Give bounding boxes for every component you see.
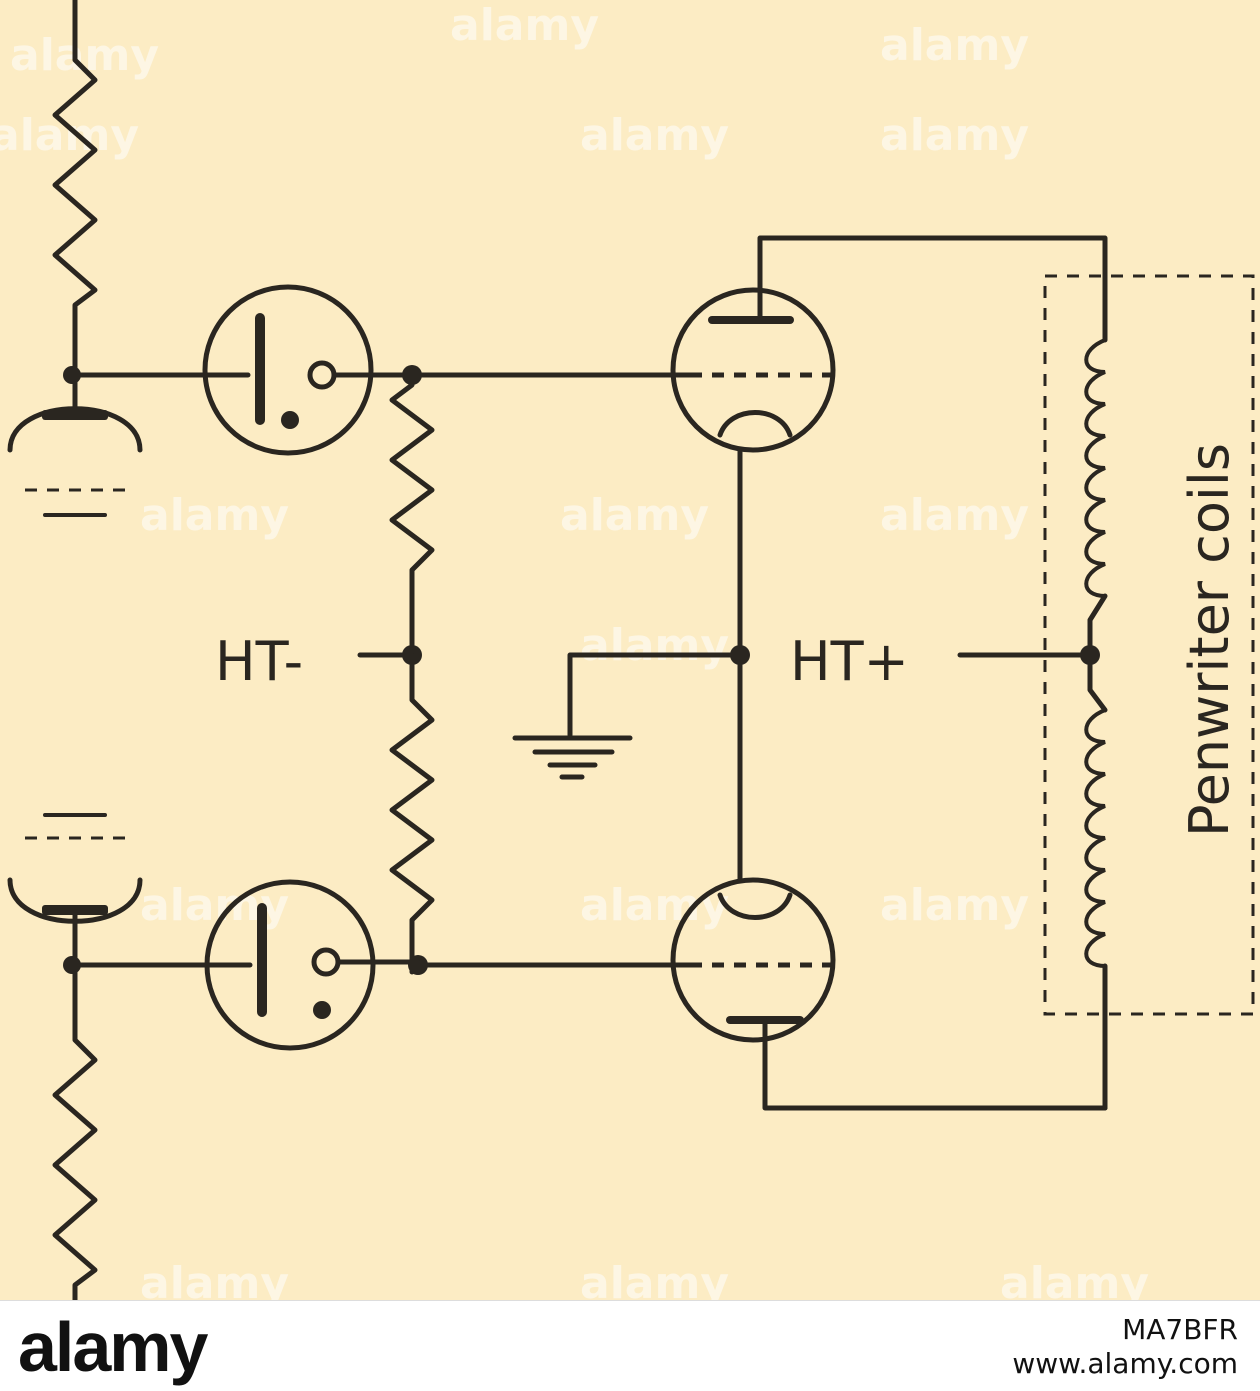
ground-symbol	[512, 735, 633, 780]
footer-info: MA7BFR www.alamy.com	[1012, 1313, 1238, 1381]
penwriter-label: Penwriter coils	[1178, 443, 1241, 837]
ht-plus-label: HT+	[790, 630, 909, 693]
watermark-layer: alamy alamy alamy alamy alamy alamy alam…	[0, 0, 1149, 1300]
resistor-bottom-left	[52, 962, 98, 1300]
triode-tube-top	[662, 287, 836, 653]
detector-top	[7, 372, 143, 517]
site-url-link[interactable]: www.alamy.com	[1012, 1347, 1238, 1380]
ht-minus-label: HT-	[215, 630, 303, 693]
diagram-area: alamy alamy alamy alamy alamy alamy alam…	[0, 0, 1260, 1300]
penwriter-box	[1043, 274, 1255, 1016]
watermark: alamy	[560, 490, 709, 541]
image-id: MA7BFR	[1122, 1313, 1238, 1346]
watermark: alamy	[580, 110, 729, 161]
watermark: alamy	[1000, 1258, 1149, 1300]
watermark: alamy	[140, 1258, 289, 1300]
watermark: alamy	[140, 490, 289, 541]
watermark: alamy	[880, 880, 1029, 931]
junction-dot	[63, 956, 81, 974]
diode-tube-bottom	[77, 879, 421, 1051]
triode-tube-bottom	[662, 877, 836, 1053]
watermark: alamy	[580, 880, 729, 931]
watermark: alamy	[0, 110, 139, 161]
watermark: alamy	[580, 620, 729, 671]
penwriter-coils: Penwriter coils	[1043, 274, 1255, 1111]
resistor-top-left	[52, 0, 98, 378]
circuit-diagram: alamy alamy alamy alamy alamy alamy alam…	[0, 0, 1255, 1300]
resistor-middle	[389, 372, 435, 975]
watermark: alamy	[450, 0, 599, 51]
brand-logo[interactable]: alamy	[18, 1308, 208, 1386]
detector-bottom	[7, 813, 143, 968]
watermark: alamy	[580, 1258, 729, 1300]
watermark: alamy	[880, 110, 1029, 161]
watermark: alamy	[10, 30, 159, 81]
diode-tube-top	[202, 284, 415, 456]
watermark: alamy	[880, 20, 1029, 71]
footer-bar: alamy MA7BFR www.alamy.com	[0, 1300, 1260, 1391]
watermark: alamy	[880, 490, 1029, 541]
